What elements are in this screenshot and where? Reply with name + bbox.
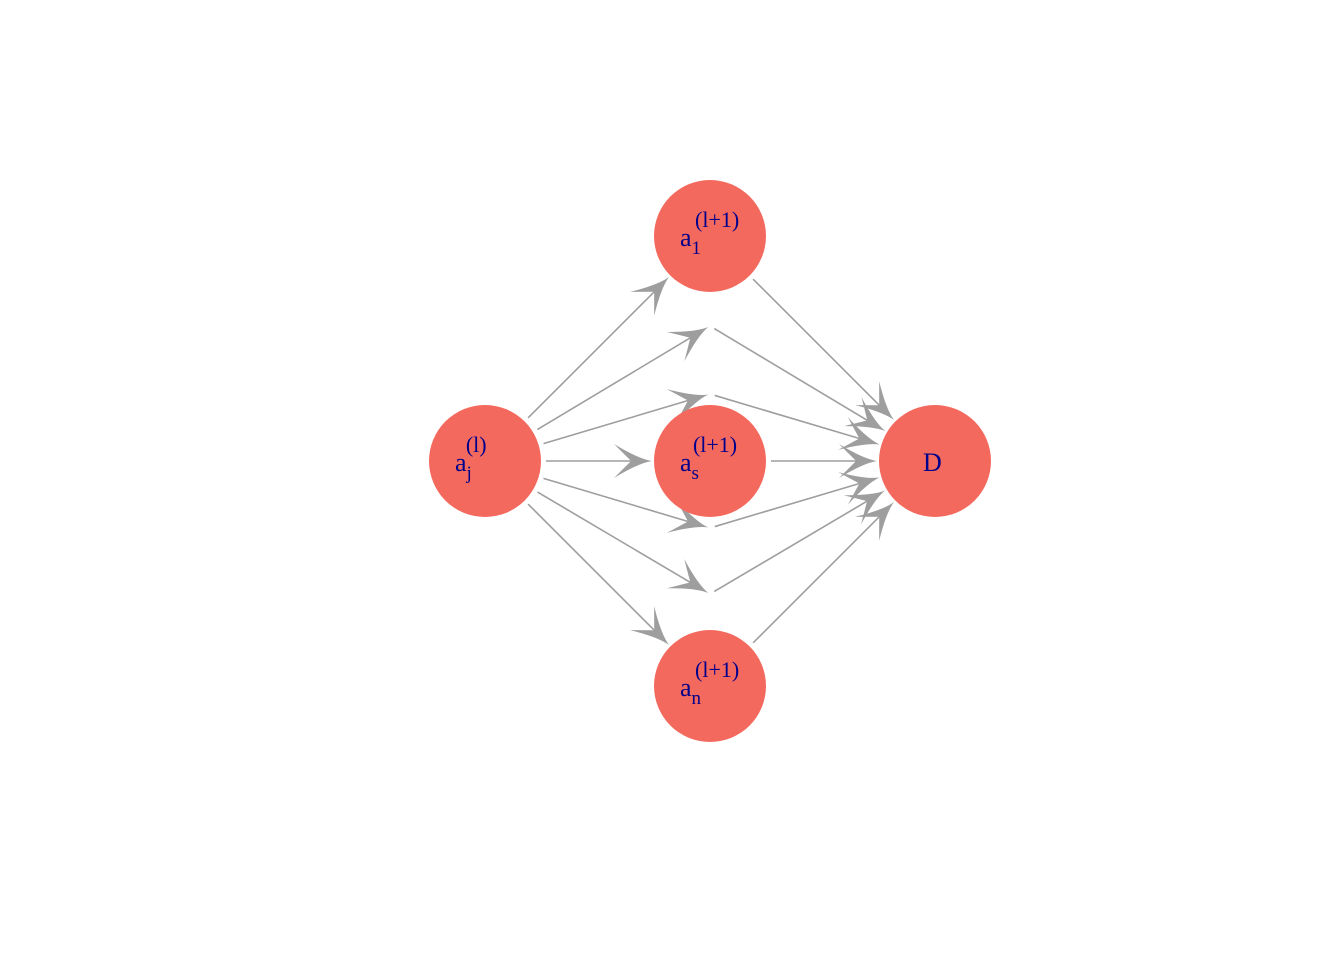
edge-line xyxy=(536,336,692,431)
label-subscript: j xyxy=(466,463,472,484)
arrowhead xyxy=(855,381,894,420)
label-base: a xyxy=(680,673,692,702)
arrowhead xyxy=(614,444,652,478)
arrowhead xyxy=(838,417,880,450)
edge-line xyxy=(713,327,869,422)
edge-h2-D xyxy=(714,394,880,450)
label-subscript: 1 xyxy=(692,238,702,259)
label-superscript: (l) xyxy=(466,432,487,457)
arrowhead xyxy=(839,444,877,478)
label-base: a xyxy=(680,448,692,477)
edge-aj-h1 xyxy=(536,327,709,431)
node-as: as (l+1) xyxy=(654,405,766,517)
edge-line xyxy=(537,491,692,584)
node-circle xyxy=(879,405,991,517)
node-circle xyxy=(654,180,766,292)
edge-line xyxy=(752,278,881,407)
edge-h4-D xyxy=(713,490,886,593)
edge-as-D xyxy=(771,444,877,478)
edge-aj-as xyxy=(546,444,652,478)
edge-line xyxy=(713,500,869,593)
node-an: an (l+1) xyxy=(654,630,766,742)
node-label: D xyxy=(923,448,942,477)
arrowhead xyxy=(843,490,886,525)
label-subscript: n xyxy=(692,688,702,709)
edge-h3-D xyxy=(714,472,880,528)
edge-line xyxy=(543,399,690,445)
edge-line xyxy=(527,503,656,632)
arrowhead xyxy=(666,559,709,593)
label-superscript: (l+1) xyxy=(695,207,739,232)
label-superscript: (l+1) xyxy=(693,432,737,457)
label-superscript: (l+1) xyxy=(695,657,739,682)
arrowhead xyxy=(666,327,709,362)
label-base: a xyxy=(680,223,692,252)
node-label: aj (l) xyxy=(455,432,487,484)
edge-line xyxy=(543,477,690,523)
edge-line xyxy=(752,515,881,644)
arrowhead xyxy=(666,500,709,533)
node-label: as (l+1) xyxy=(680,432,737,484)
label-base: D xyxy=(923,448,942,477)
edge-h1-D xyxy=(713,327,886,432)
edge-aj-an xyxy=(527,503,669,645)
edge-an-D xyxy=(752,502,894,644)
edge-line xyxy=(527,290,656,419)
arrowhead xyxy=(630,277,669,316)
arrowhead xyxy=(843,397,886,432)
edge-aj-h3 xyxy=(543,477,709,533)
edge-line xyxy=(714,482,861,528)
node-label: an (l+1) xyxy=(680,657,739,709)
edge-a1-D xyxy=(752,278,894,420)
edge-aj-h4 xyxy=(537,491,709,593)
node-D: D xyxy=(879,405,991,517)
node-aj: aj (l) xyxy=(429,405,541,517)
arrowhead xyxy=(855,502,894,541)
arrowhead xyxy=(630,606,669,645)
node-circle xyxy=(654,405,766,517)
edge-aj-a1 xyxy=(527,277,669,419)
label-subscript: s xyxy=(692,463,699,484)
edge-line xyxy=(714,394,861,440)
node-circle xyxy=(654,630,766,742)
node-circle xyxy=(429,405,541,517)
node-label: a1 (l+1) xyxy=(680,207,739,259)
edge-aj-h2 xyxy=(543,389,709,445)
arrowhead xyxy=(838,472,880,505)
node-a1: a1 (l+1) xyxy=(654,180,766,292)
label-base: a xyxy=(455,448,467,477)
arrowhead xyxy=(666,389,709,422)
